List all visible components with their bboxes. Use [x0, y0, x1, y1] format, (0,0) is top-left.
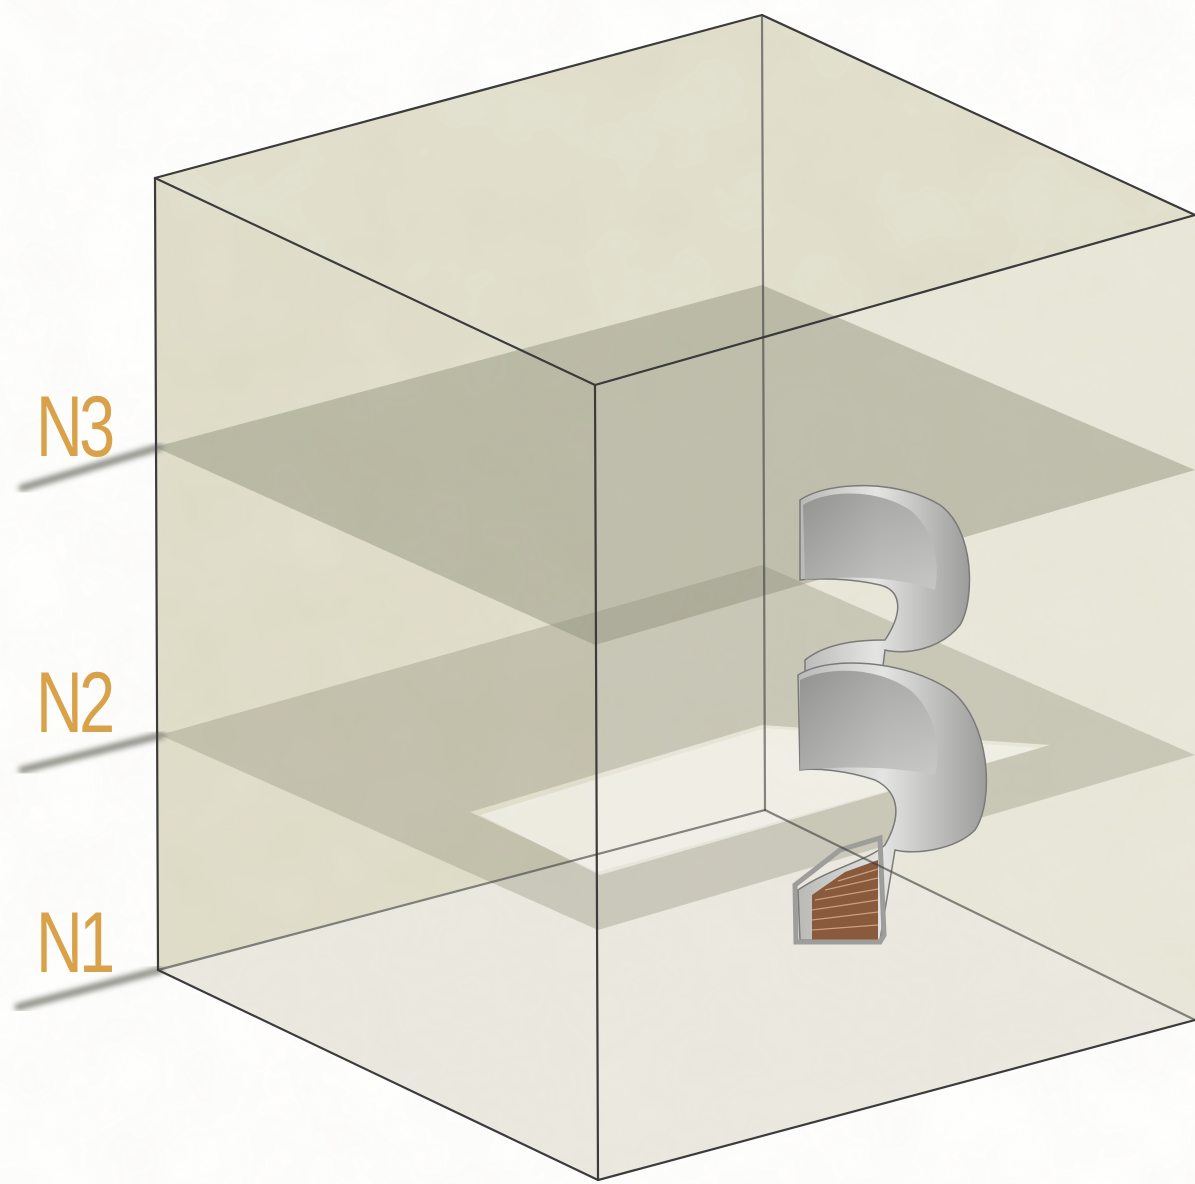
label-n2: N2: [36, 655, 112, 751]
label-n1: N1: [36, 895, 112, 991]
level-labels: N3 N2 N1: [36, 379, 113, 991]
label-n3: N3: [36, 379, 113, 475]
